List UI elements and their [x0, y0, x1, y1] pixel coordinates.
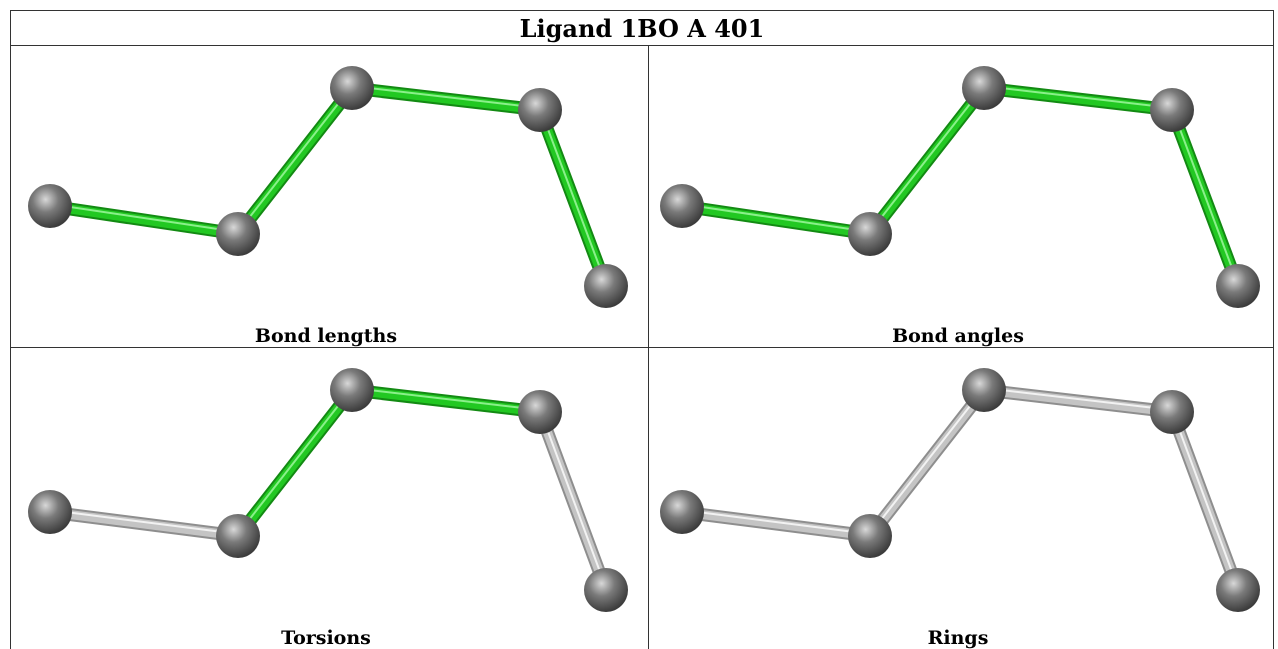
atom-1 [660, 490, 704, 534]
panel-rings: Rings [642, 348, 1274, 649]
bond-2 [863, 383, 991, 543]
atom-4 [518, 390, 562, 434]
bond-2 [863, 81, 991, 241]
atom-2 [216, 514, 260, 558]
atom-2 [216, 212, 260, 256]
bond-3 [977, 383, 1179, 419]
atom-1 [28, 184, 72, 228]
atom-5 [584, 264, 628, 308]
bond-4 [1165, 103, 1245, 293]
atom-2 [848, 212, 892, 256]
atom-1 [28, 490, 72, 534]
ligand-figure: Ligand 1BO A 401 Bond lengths Bond angle… [10, 10, 1274, 649]
bond-3 [345, 383, 547, 419]
bond-3 [345, 81, 547, 117]
molecule-view-bond-angles [660, 66, 1260, 308]
bond-2 [231, 81, 359, 241]
atom-3 [962, 66, 1006, 110]
panel-caption: Bond lengths [254, 325, 398, 347]
atom-5 [584, 568, 628, 612]
atom-4 [1150, 390, 1194, 434]
bond-4 [533, 405, 613, 597]
panel-divider-horizontal [10, 347, 1274, 348]
bond-1 [675, 505, 877, 543]
atom-3 [962, 368, 1006, 412]
bond-1 [43, 199, 245, 241]
atom-5 [1216, 264, 1260, 308]
atom-2 [848, 514, 892, 558]
molecule-view-rings [660, 368, 1260, 612]
bond-2 [231, 383, 359, 543]
atom-4 [1150, 88, 1194, 132]
bond-4 [533, 103, 613, 293]
bond-1 [675, 199, 877, 241]
molecule-view-torsions [28, 368, 628, 612]
atom-5 [1216, 568, 1260, 612]
figure-title: Ligand 1BO A 401 [10, 10, 1274, 46]
panel-bond-lengths: Bond lengths [10, 46, 642, 347]
panel-caption: Rings [927, 627, 989, 649]
atom-3 [330, 368, 374, 412]
molecule-view-bond-lengths [28, 66, 628, 308]
atom-3 [330, 66, 374, 110]
panel-caption: Torsions [281, 627, 371, 649]
bond-3 [977, 81, 1179, 117]
panel-torsions: Torsions [10, 348, 642, 649]
panel-bond-angles: Bond angles [642, 46, 1274, 347]
atom-4 [518, 88, 562, 132]
bond-1 [43, 505, 245, 543]
atom-1 [660, 184, 704, 228]
panel-caption: Bond angles [892, 325, 1024, 347]
bond-4 [1165, 405, 1245, 597]
